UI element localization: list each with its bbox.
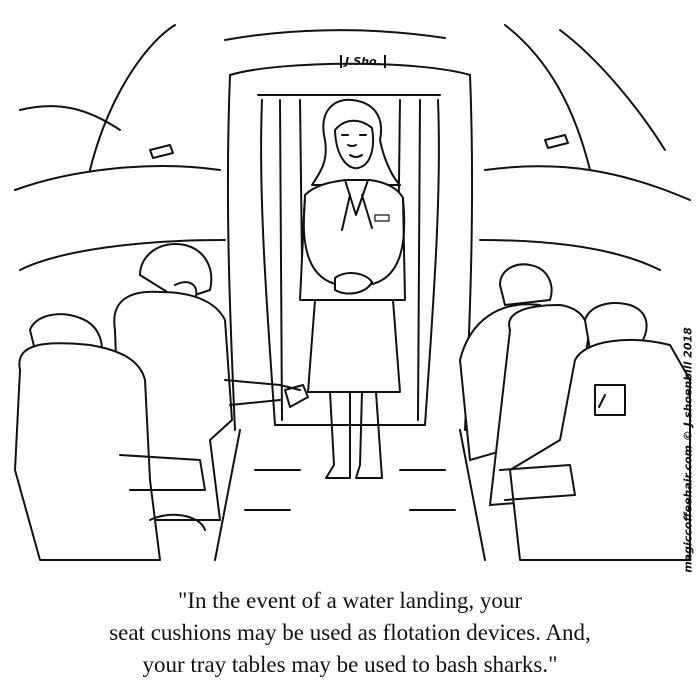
flight-attendant [299, 98, 406, 479]
artist-credit: magiccoffeehair.com © J.shoenbill 2018 [681, 327, 695, 573]
left-passengers [14, 243, 309, 561]
door-signature: J.Sho. [340, 55, 386, 68]
cartoon-caption: "In the event of a water landing, your s… [0, 585, 700, 681]
caption-line-2: seat cushions may be used as flotation d… [109, 620, 591, 645]
aisle-floor [214, 429, 486, 561]
cabin-walls [14, 24, 691, 431]
caption-line-3: your tray tables may be used to bash sha… [142, 652, 558, 677]
cartoon-illustration [14, 24, 691, 561]
curtain [257, 94, 441, 426]
right-passengers [459, 263, 691, 561]
caption-line-1: "In the event of a water landing, your [177, 588, 523, 613]
